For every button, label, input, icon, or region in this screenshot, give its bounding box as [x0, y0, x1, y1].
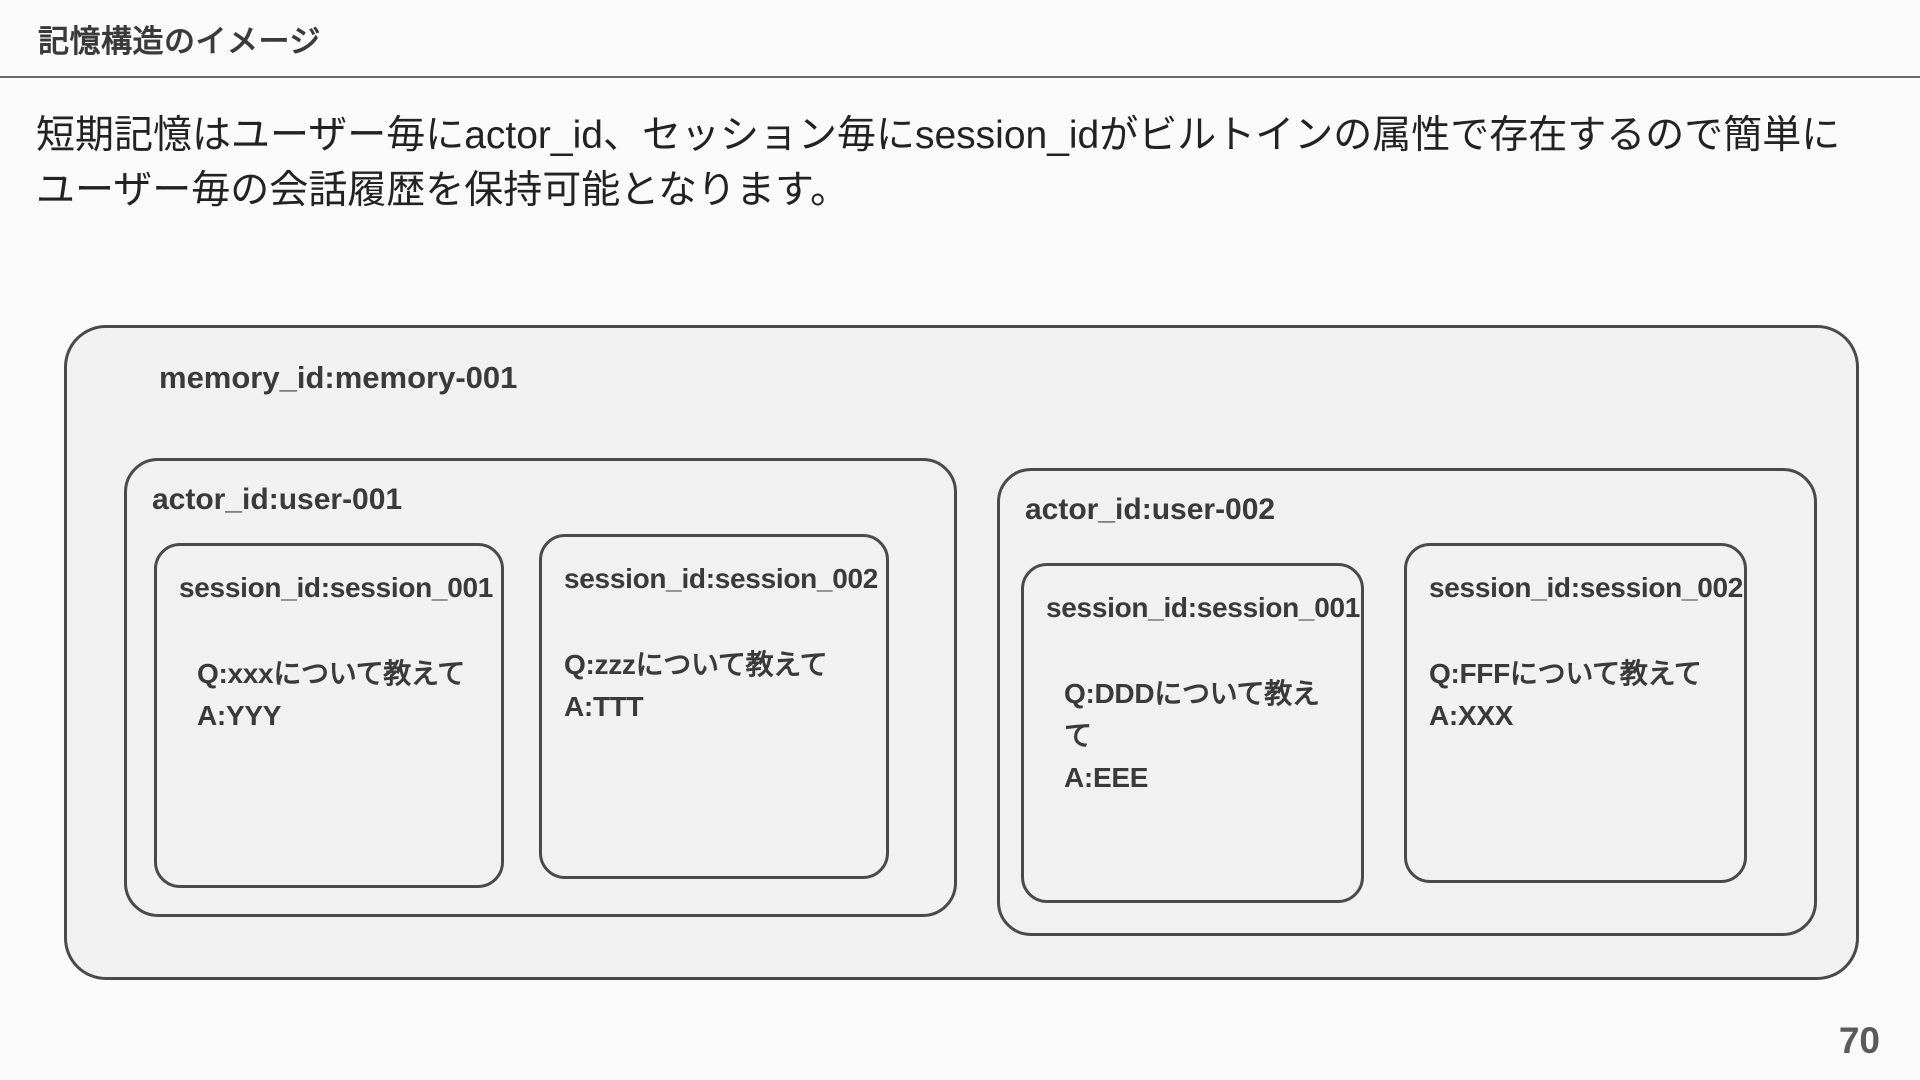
session-id-label: session_id:session_001	[1046, 592, 1361, 623]
memory-box: memory_id:memory-001 actor_id:user-001 s…	[64, 325, 1859, 980]
session-qa-text: Q:FFFについて教えて A:XXX	[1429, 657, 1702, 731]
session-box: session_id:session_001 Q:xxxについて教えて A:YY…	[154, 543, 504, 888]
session-box: session_id:session_002 Q:zzzについて教えて A:TT…	[539, 534, 889, 879]
session-qa-text: Q:zzzについて教えて A:TTT	[564, 648, 828, 722]
lead-paragraph: 短期記憶はユーザー毎にactor_id、セッション毎にsession_idがビル…	[36, 114, 1841, 213]
actor-box-user-001: actor_id:user-001 session_id:session_001…	[124, 458, 957, 917]
session-id-label: session_id:session_001	[179, 572, 494, 603]
session-box: session_id:session_002 Q:FFFについて教えて A:XX…	[1404, 543, 1747, 883]
memory-id-label: memory_id:memory-001	[159, 360, 518, 395]
session-box: session_id:session_001 Q:DDDについて教えて A:EE…	[1021, 563, 1364, 903]
session-id-label: session_id:session_002	[564, 563, 879, 594]
slide-header: 記憶構造のイメージ	[0, 0, 1920, 78]
memory-structure-diagram: memory_id:memory-001 actor_id:user-001 s…	[64, 325, 1864, 985]
session-qa-text: Q:DDDについて教えて A:EEE	[1064, 677, 1320, 793]
page-number: 70	[1838, 1020, 1880, 1061]
session-qa-text: Q:xxxについて教えて A:YYY	[197, 657, 465, 731]
actor-box-user-002: actor_id:user-002 session_id:session_001…	[997, 468, 1817, 936]
actor-id-label: actor_id:user-002	[1025, 493, 1276, 526]
session-id-label: session_id:session_002	[1429, 572, 1744, 603]
actor-id-label: actor_id:user-001	[152, 483, 403, 516]
page-title: 記憶構造のイメージ	[38, 23, 321, 59]
